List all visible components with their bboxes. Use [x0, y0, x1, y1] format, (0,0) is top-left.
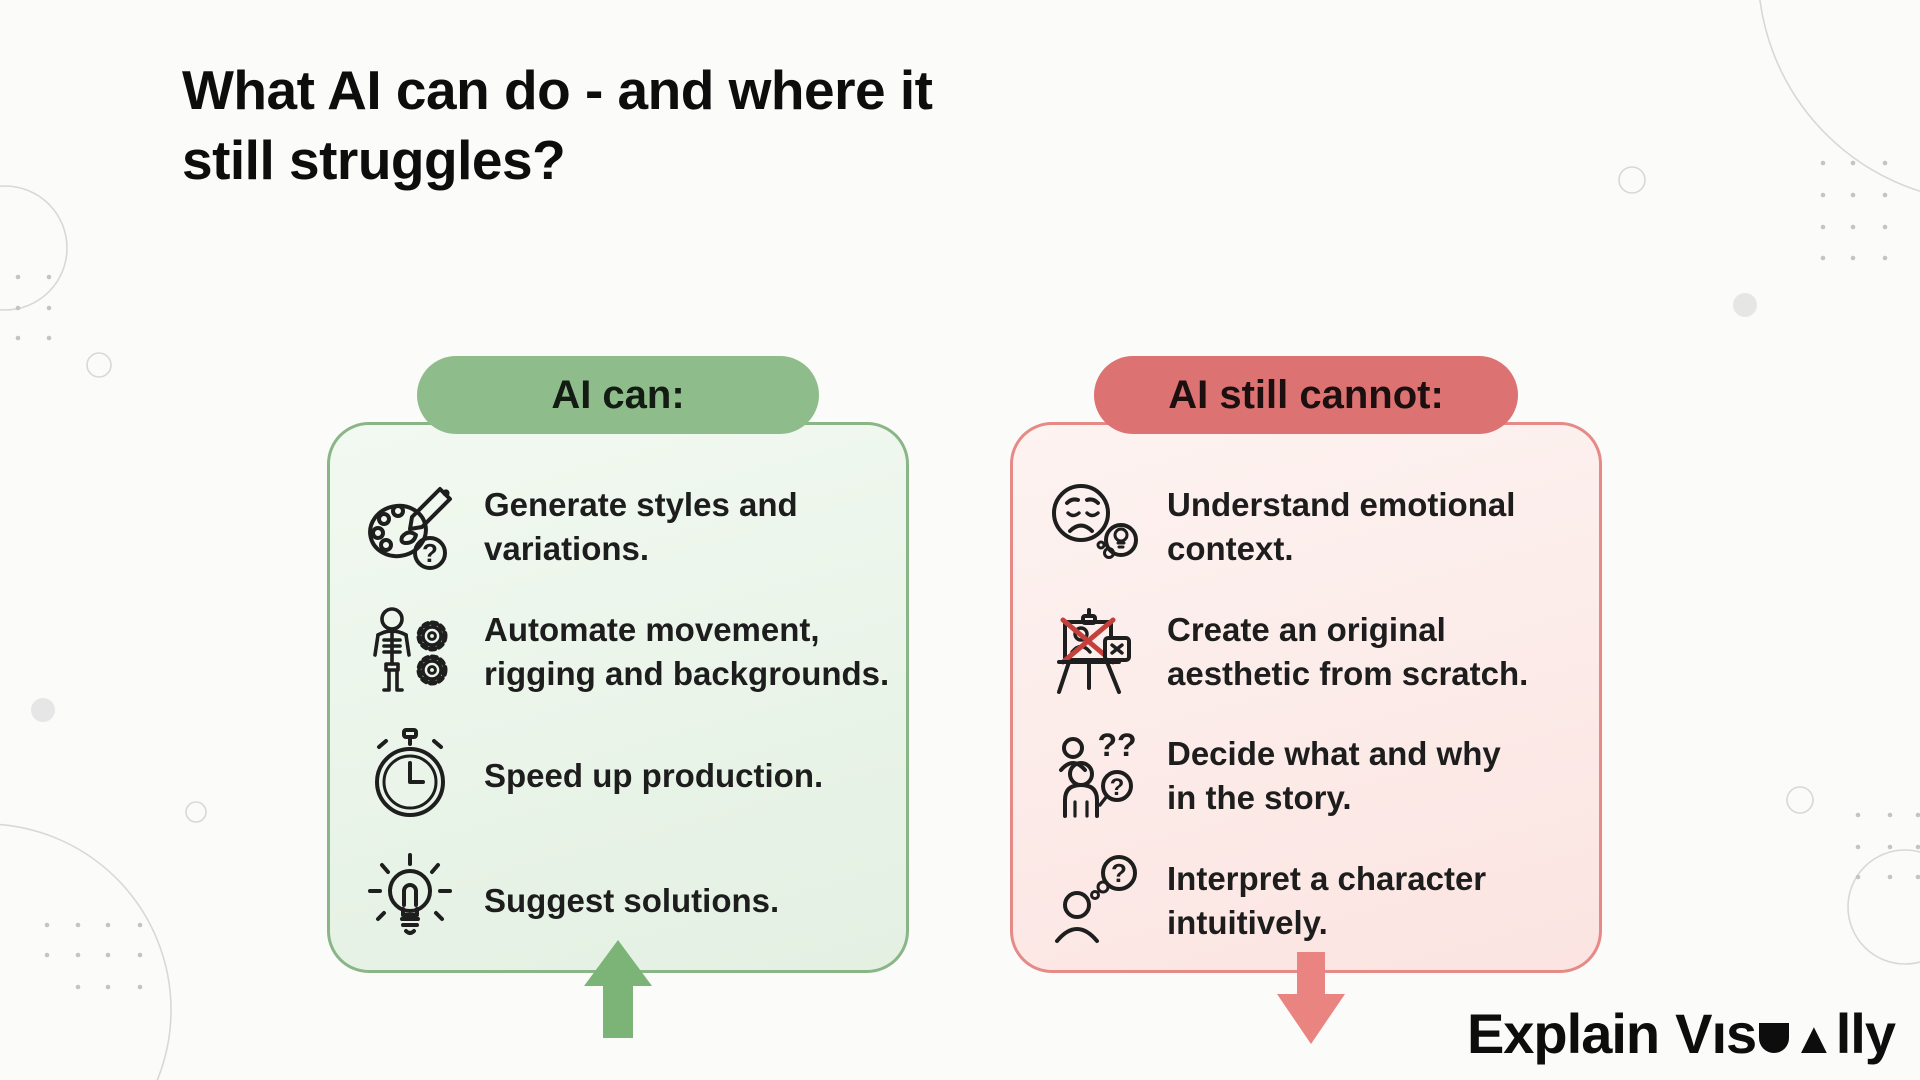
ai-cannot-header-label: AI still cannot:: [1168, 372, 1444, 417]
list-item: Suggest solutions.: [362, 852, 880, 949]
list-item: ? Generate styles and variations.: [362, 479, 880, 575]
person-thought-question-icon: ?: [1045, 853, 1141, 949]
list-item: Speed up production.: [362, 728, 880, 824]
svg-text:?: ?: [1111, 858, 1127, 888]
ai-can-header-label: AI can:: [551, 372, 685, 417]
item-text: Create an original aesthetic from scratc…: [1167, 610, 1529, 692]
sad-face-thought-icon: [1045, 479, 1141, 575]
ai-can-items: ? Generate styles and variations.: [362, 479, 889, 949]
skeleton-gears-icon: [362, 604, 458, 700]
logo-word-explain: Explain: [1466, 1002, 1660, 1065]
logo-u-shape: [1759, 1023, 1790, 1053]
ai-cannot-header: AI still cannot:: [1094, 356, 1518, 434]
stopwatch-icon: [362, 728, 458, 824]
item-text: Understand emotional context.: [1167, 486, 1516, 567]
svg-text:?: ?: [1110, 774, 1125, 801]
logo-triangle-a: ▲: [1792, 1014, 1836, 1063]
item-text: Suggest solutions.: [484, 881, 780, 919]
item-text: Generate styles and variations.: [484, 486, 798, 567]
logo-letters-lly: lly: [1835, 1002, 1896, 1065]
page-title-line1: What AI can do - and where it: [182, 59, 933, 121]
ai-can-header: AI can:: [417, 356, 819, 434]
easel-crossed-icon: [1045, 604, 1141, 700]
list-item: Automate movement, rigging and backgroun…: [362, 604, 889, 700]
list-item: Create an original aesthetic from scratc…: [1045, 604, 1573, 700]
page-title-line2: still struggles?: [182, 128, 566, 191]
item-text: Interpret a character intuitively.: [1167, 859, 1487, 941]
item-text: Automate movement, rigging and backgroun…: [484, 610, 890, 692]
svg-text:?: ?: [422, 538, 438, 568]
arrow-down-icon: [1277, 952, 1345, 1049]
item-text: Speed up production.: [484, 757, 824, 795]
lightbulb-icon: [362, 852, 458, 949]
logo-letter-v: V: [1675, 1002, 1712, 1065]
ai-can-card: AI can: ? Generate s: [327, 356, 909, 973]
arrow-up-icon: [584, 940, 652, 1043]
explain-visually-logo: Explain V ıs ▲ lly: [1466, 1001, 1896, 1066]
ai-cannot-card: AI still cannot:: [1010, 356, 1602, 973]
ai-cannot-items: Understand emotional context.: [1045, 479, 1573, 949]
item-text: Decide what and why in the story.: [1167, 735, 1501, 817]
list-item: ?? ? Decide what and why in the story.: [1045, 728, 1573, 824]
list-item: ? Interpret a character intuitively.: [1045, 853, 1573, 949]
list-item: Understand emotional context.: [1045, 479, 1573, 575]
palette-brush-icon: ?: [362, 479, 458, 575]
page-title: What AI can do - and where it still stru…: [182, 56, 933, 196]
person-questions-icon: ?? ?: [1045, 728, 1141, 824]
logo-letters-is: ıs: [1711, 1002, 1757, 1065]
svg-text:??: ??: [1097, 728, 1136, 763]
